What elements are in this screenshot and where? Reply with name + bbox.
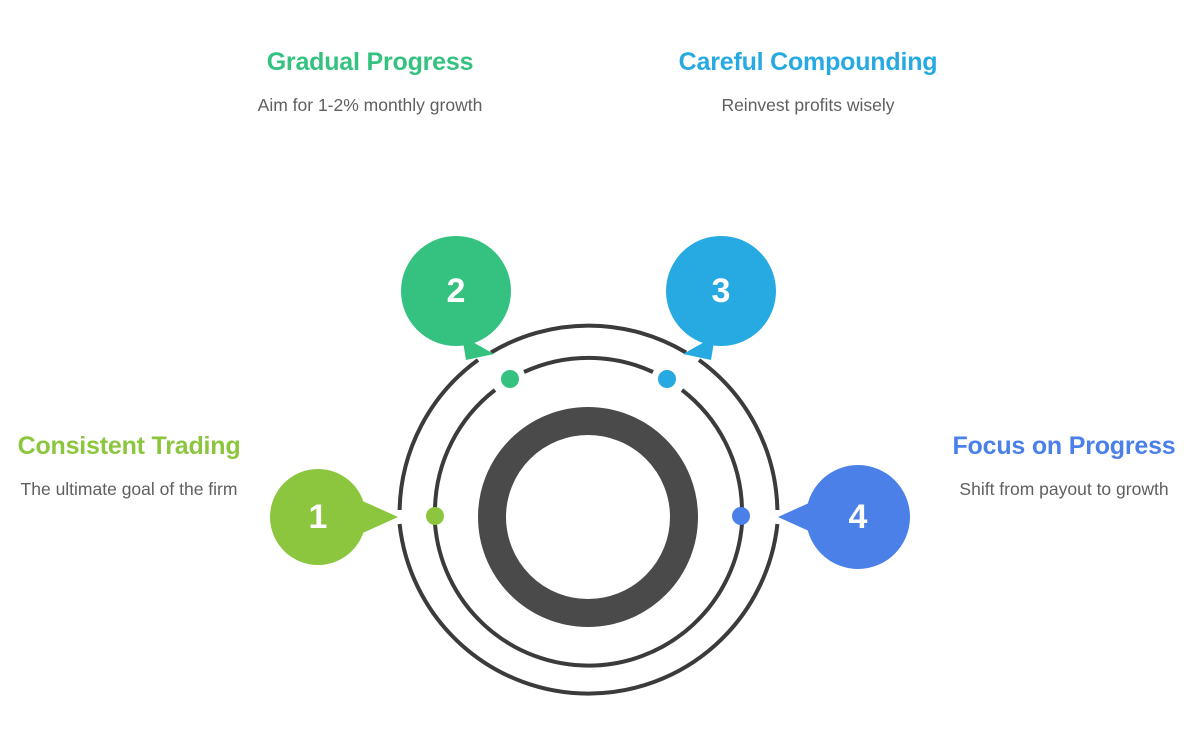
step-label-4: Focus on Progress Shift from payout to g… bbox=[930, 430, 1198, 501]
connector-dot-step-3 bbox=[658, 370, 676, 388]
step-label-3: Careful Compounding Reinvest profits wis… bbox=[672, 46, 944, 117]
bubble-2-number: 2 bbox=[447, 272, 466, 310]
middle-ring bbox=[433, 355, 744, 668]
outer-ring-arc-right-upper bbox=[697, 358, 780, 511]
bubble-1-tail bbox=[356, 498, 398, 536]
step-bubble-4[interactable]: 4 bbox=[778, 465, 910, 569]
step-bubble-2[interactable]: 2 bbox=[401, 236, 511, 360]
connector-dot-step-4 bbox=[732, 507, 750, 525]
step-4-description: Shift from payout to growth bbox=[959, 478, 1169, 499]
bubble-3-number: 3 bbox=[712, 272, 731, 310]
step-4-title: Focus on Progress bbox=[952, 432, 1176, 460]
step-2-description: Aim for 1-2% monthly growth bbox=[257, 94, 483, 115]
bubble-1-circle bbox=[270, 469, 366, 565]
bubble-1-number: 1 bbox=[309, 498, 328, 536]
bubble-2-circle bbox=[401, 236, 511, 346]
step-label-2: Gradual Progress Aim for 1-2% monthly gr… bbox=[244, 46, 496, 117]
outer-ring bbox=[397, 323, 780, 696]
connector-dot-step-2 bbox=[501, 370, 519, 388]
step-1-title: Consistent Trading bbox=[17, 432, 241, 460]
bubble-3-circle bbox=[666, 236, 776, 346]
middle-ring-arc-bottom bbox=[433, 523, 744, 668]
step-1-description: The ultimate goal of the firm bbox=[20, 478, 238, 499]
bubble-4-circle bbox=[806, 465, 910, 569]
outer-ring-arc-left-upper bbox=[397, 358, 480, 511]
step-label-1: Consistent Trading The ultimate goal of … bbox=[4, 430, 254, 501]
step-bubble-1[interactable]: 1 bbox=[270, 469, 398, 565]
step-bubble-3[interactable]: 3 bbox=[666, 236, 776, 360]
step-3-description: Reinvest profits wisely bbox=[721, 94, 895, 115]
step-2-title: Gradual Progress bbox=[266, 48, 474, 76]
outer-ring-arc-top bbox=[489, 323, 688, 355]
middle-ring-arc-left-upper bbox=[433, 388, 497, 509]
connector-dot-step-1 bbox=[426, 507, 444, 525]
outer-ring-arc-right-bottom bbox=[397, 523, 780, 696]
middle-ring-arc-top bbox=[523, 355, 654, 374]
inner-thick-ring bbox=[478, 407, 698, 627]
middle-ring-arc-right-upper bbox=[680, 388, 744, 509]
bubble-4-number: 4 bbox=[849, 498, 868, 536]
step-3-title: Careful Compounding bbox=[678, 48, 938, 76]
